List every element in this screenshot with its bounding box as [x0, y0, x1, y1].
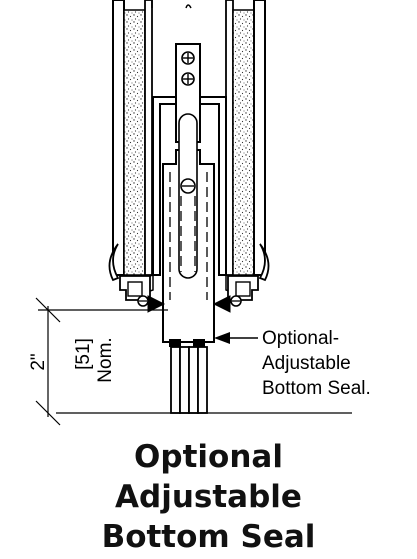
left-seal-clip	[108, 243, 166, 313]
callout-line-2: Adjustable	[262, 353, 351, 374]
dimension-imperial: 2"	[28, 353, 49, 370]
callout-line-3: Bottom Seal.	[262, 378, 371, 399]
door-bottom-seal-section-drawing: 2" [51] Nom. Optional- Adjustable Bottom…	[28, 0, 371, 426]
caption-line-3: Bottom Seal	[101, 519, 316, 555]
left-door-leaf	[112, 0, 153, 276]
top-gap	[151, 0, 192, 9]
dimension-lines	[35, 297, 168, 426]
dimension-note: Nom.	[95, 337, 116, 382]
arrow-left-icon	[214, 332, 230, 344]
bottom-brush-sweep	[169, 339, 208, 414]
right-door-leaf	[225, 0, 266, 276]
callout-leader	[214, 332, 258, 344]
caption-line-1: Optional	[134, 439, 283, 475]
right-seal-clip	[212, 243, 270, 313]
dimension-metric: [51]	[73, 338, 94, 370]
figure-caption: Optional Adjustable Bottom Seal	[0, 437, 417, 557]
callout-line-1: Optional-	[262, 328, 339, 349]
caption-line-2: Adjustable	[115, 479, 302, 515]
adjustable-slide	[162, 113, 215, 343]
